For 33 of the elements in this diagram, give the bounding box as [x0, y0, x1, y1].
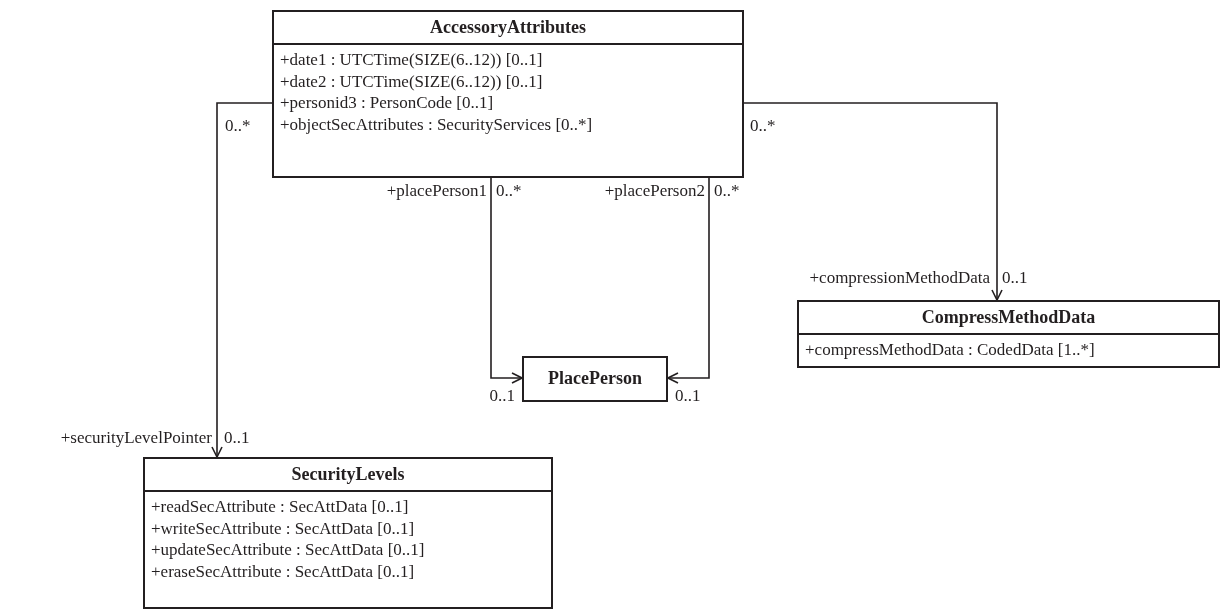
association-arrow [490, 177, 523, 384]
attribute-text: +date2 : UTCTime(SIZE(6..12)) [0..1] [280, 70, 544, 92]
role-name: +placePerson1 [386, 181, 487, 201]
attribute-text: +compressMethodData : CodedData [1..*] [805, 339, 1096, 361]
multiplicity-label: 0..* [496, 181, 522, 201]
class-name: SecurityLevels [145, 459, 551, 492]
class-name: CompressMethodData [799, 302, 1218, 335]
attribute-text: +readSecAttribute : SecAttData [0..1] [151, 496, 410, 518]
multiplicity-label: 0..* [750, 116, 776, 136]
multiplicity-label: 0..1 [1002, 268, 1028, 288]
association-arrow [211, 102, 273, 458]
multiplicity-label: 0..1 [489, 386, 515, 406]
attribute-text: +eraseSecAttribute : SecAttData [0..1] [151, 560, 416, 582]
attribute-text: +objectSecAttributes : SecurityServices [0..*] [280, 113, 594, 135]
attribute-text: +date1 : UTCTime(SIZE(6..12)) [0..1] [280, 49, 544, 71]
multiplicity-label: 0..* [714, 181, 740, 201]
attribute-text: +updateSecAttribute : SecAttData [0..1] [151, 539, 426, 561]
association-arrow [667, 177, 710, 384]
class-name: PlacePerson [547, 367, 643, 390]
class-name: AccessoryAttributes [274, 12, 742, 45]
association-arrow [743, 102, 1003, 301]
attribute-text: +writeSecAttribute : SecAttData [0..1] [151, 517, 416, 539]
uml-class-box [522, 356, 668, 402]
multiplicity-label: 0..1 [224, 428, 250, 448]
role-name: +securityLevelPointer [60, 428, 212, 448]
multiplicity-label: 0..1 [675, 386, 701, 406]
multiplicity-label: 0..* [225, 116, 251, 136]
uml-class-box [797, 300, 1220, 368]
attribute-text: +personid3 : PersonCode [0..1] [280, 92, 495, 114]
uml-class-box [143, 457, 553, 609]
role-name: +placePerson2 [604, 181, 705, 201]
uml-class-box [272, 10, 744, 178]
role-name: +compressionMethodData [809, 268, 990, 288]
